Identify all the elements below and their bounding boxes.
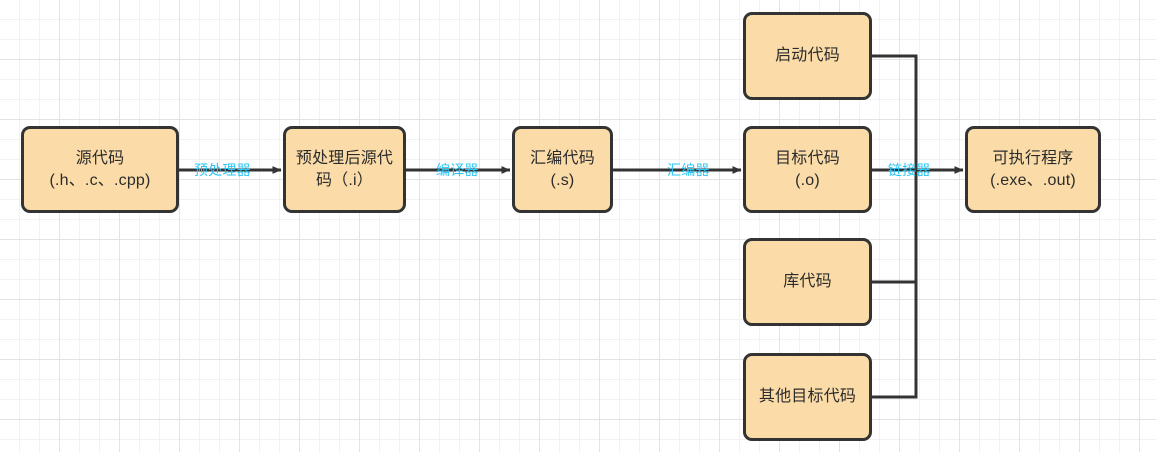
node-library-code[interactable]: 库代码: [743, 238, 872, 326]
node-assembly-code[interactable]: 汇编代码 (.s): [512, 126, 613, 213]
node-object-code[interactable]: 目标代码 (.o): [743, 126, 872, 213]
node-source-code-line1: 源代码: [75, 149, 125, 167]
node-assembly-code-line1: 汇编代码: [530, 149, 595, 167]
node-object-code-line1: 目标代码: [775, 149, 840, 167]
node-object-code-line2: (.o): [795, 171, 820, 189]
node-executable-program-line2: (.exe、.out): [990, 171, 1076, 189]
node-other-object-code-line1: 其他目标代码: [758, 388, 857, 406]
edge-label-linker: 链接器: [888, 162, 931, 178]
edge-startup-to-linker: [869, 54, 918, 172]
node-assembly-code-line2: (.s): [550, 171, 575, 189]
node-preprocessed-source-line1: 预处理后源代: [295, 149, 394, 167]
node-startup-code-line1: 启动代码: [775, 47, 840, 65]
node-preprocessed-source-line2: 码（.i）: [315, 171, 373, 189]
node-source-code[interactable]: 源代码 (.h、.c、.cpp): [21, 126, 179, 213]
node-executable-program[interactable]: 可执行程序 (.exe、.out): [965, 126, 1101, 213]
node-preprocessed-source[interactable]: 预处理后源代 码（.i）: [283, 126, 406, 213]
node-startup-code[interactable]: 启动代码: [743, 12, 872, 100]
edge-other-object-to-linker: [869, 168, 918, 399]
node-other-object-code[interactable]: 其他目标代码: [743, 353, 872, 441]
node-executable-program-line1: 可执行程序: [992, 149, 1074, 167]
node-library-code-line1: 库代码: [783, 273, 832, 291]
node-source-code-line2: (.h、.c、.cpp): [49, 171, 151, 189]
edge-label-compiler: 编译器: [436, 162, 479, 178]
edge-label-preprocessor: 预处理器: [194, 162, 251, 178]
edge-label-assembler: 汇编器: [667, 162, 710, 178]
